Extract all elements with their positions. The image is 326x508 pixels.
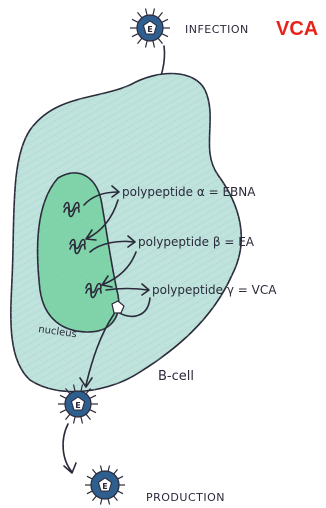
virion-spike [138,38,142,43]
virion-spike [90,410,96,413]
virion-spike [162,34,168,37]
svg-text:E: E [102,482,107,491]
production-label: PRODUCTION [146,491,225,504]
diagram-title: VCA [276,18,318,40]
infecting-virion: E [130,9,170,48]
polypeptide-alpha-label: polypeptide α = EBNA [122,185,256,199]
virion-spike [138,12,142,17]
svg-text:E: E [75,401,80,410]
virion-spike [158,12,162,17]
virion-spike [146,41,148,48]
virion-spike [132,19,138,22]
virion-spike [162,19,168,22]
virion-spike [74,417,76,424]
polypeptide-beta-label: polypeptide β = EA [138,235,255,249]
virion-spike [132,34,138,37]
virion-spike [158,38,162,43]
produced-virion: E [85,466,125,505]
virion-spike [153,9,155,16]
polypeptide-gamma-label: polypeptide γ = VCA [152,283,277,297]
b-cell-label: B-cell [158,369,194,384]
virion-spike [66,414,70,419]
virion-spike [146,9,148,16]
virion-spike [86,414,90,419]
virion-spike [60,410,66,413]
virion-spike [81,417,83,424]
virion-letter: E [147,25,152,34]
virion-spike [153,41,155,48]
production-arrow [63,424,72,472]
virion-spike [90,395,96,398]
infection-label: INFECTION [185,23,249,36]
virion-spike [60,395,66,398]
